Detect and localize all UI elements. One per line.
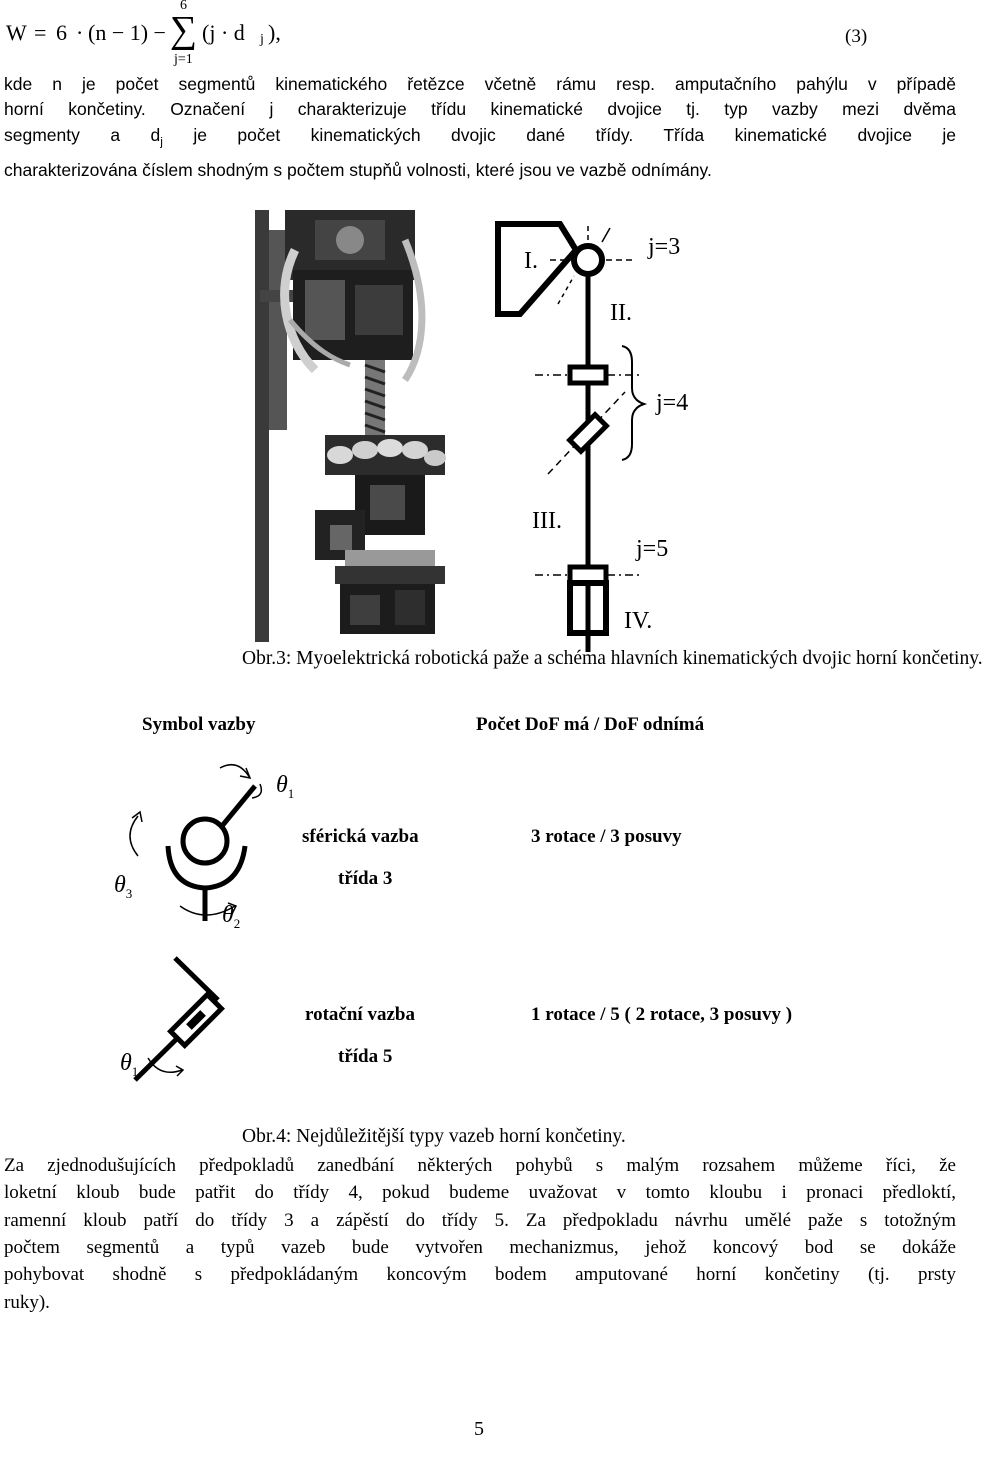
eq-term-sub: j — [260, 32, 264, 47]
para1-line3-sub: j — [160, 134, 163, 149]
label-IV: IV. — [624, 608, 652, 634]
theta3-spherical: θ3 — [114, 872, 133, 901]
equation-3: W = 6 · (n − 1) − 6 ∑ j=1 (j · d j ), (3… — [0, 0, 960, 75]
para1-line3: segmenty a dj je počet kinematických dvo… — [4, 125, 956, 149]
shoulder-plate — [495, 221, 580, 317]
kinematic-schematic: I. II. III. IV. j=3 j=4 j=5 — [495, 221, 688, 652]
eq-paren-n: (n − 1) − — [88, 20, 166, 45]
label-II: II. — [610, 300, 632, 326]
spherical-joint-symbol — [129, 763, 263, 921]
robotic-arm-photo — [255, 210, 453, 642]
eq-dot: · — [76, 20, 84, 45]
rotational-class: třída 5 — [338, 1046, 393, 1067]
para2-line5: pohybovat shodně s předpokládaným koncov… — [4, 1264, 956, 1285]
eq-sum-symbol: ∑ — [170, 9, 198, 51]
para2-line2: loketní kloub bude patřit do třídy 4, po… — [4, 1182, 956, 1203]
theta1-spherical: θ1 — [276, 772, 295, 801]
label-III: III. — [532, 508, 562, 534]
spherical-name: sférická vazba — [302, 826, 419, 847]
fig4-header-symbol: Symbol vazby — [142, 714, 256, 735]
rotational-joint-symbol — [133, 956, 225, 1082]
theta1-rotational: θ1 — [120, 1050, 139, 1079]
eq-sum-bottom: j=1 — [174, 52, 193, 67]
page-number: 5 — [474, 1418, 484, 1440]
figure3-caption: Obr.3: Myoelektrická robotická paže a sc… — [242, 648, 983, 669]
para2-line3: ramenní kloub patří do třídy 3 a zápěstí… — [4, 1210, 956, 1231]
label-j4: j=4 — [655, 390, 688, 416]
label-I: I. — [524, 248, 538, 274]
para2-line1: Za zjednodušujících předpokladů zanedbán… — [4, 1155, 956, 1176]
eq-term-end: ), — [268, 20, 281, 45]
rotational-name: rotační vazba — [305, 1004, 415, 1025]
eq-term: (j · d — [202, 20, 245, 45]
para1-line2: horní končetiny. Označení j charakterizu… — [4, 99, 956, 119]
fig4-header-dof: Počet DoF má / DoF odnímá — [476, 714, 705, 735]
spherical-class: třída 3 — [338, 868, 393, 889]
para2-line6: ruky). — [4, 1292, 50, 1313]
rotational-dof: 1 rotace / 5 ( 2 rotace, 3 posuvy ) — [531, 1004, 793, 1025]
eq-number: (3) — [845, 26, 868, 47]
para2-line4: počtem segmentů a typů vazeb bude vytvoř… — [4, 1237, 956, 1258]
eq-sum-top: 6 — [180, 0, 187, 13]
eq-equals: = — [34, 20, 47, 45]
label-j3: j=3 — [647, 234, 680, 260]
theta2-spherical: θ2 — [222, 902, 241, 931]
para1-line1: kde n je počet segmentů kinematického ře… — [4, 74, 956, 94]
spherical-joint — [571, 243, 605, 277]
eq-six: 6 — [56, 20, 67, 45]
spherical-dof: 3 rotace / 3 posuvy — [531, 826, 682, 847]
para1-line4: charakterizována číslem shodným s počtem… — [4, 160, 712, 180]
label-j5: j=5 — [635, 536, 668, 562]
figure4-caption: Obr.4: Nejdůležitější typy vazeb horní k… — [242, 1126, 626, 1147]
eq-lhs: W — [6, 20, 27, 45]
